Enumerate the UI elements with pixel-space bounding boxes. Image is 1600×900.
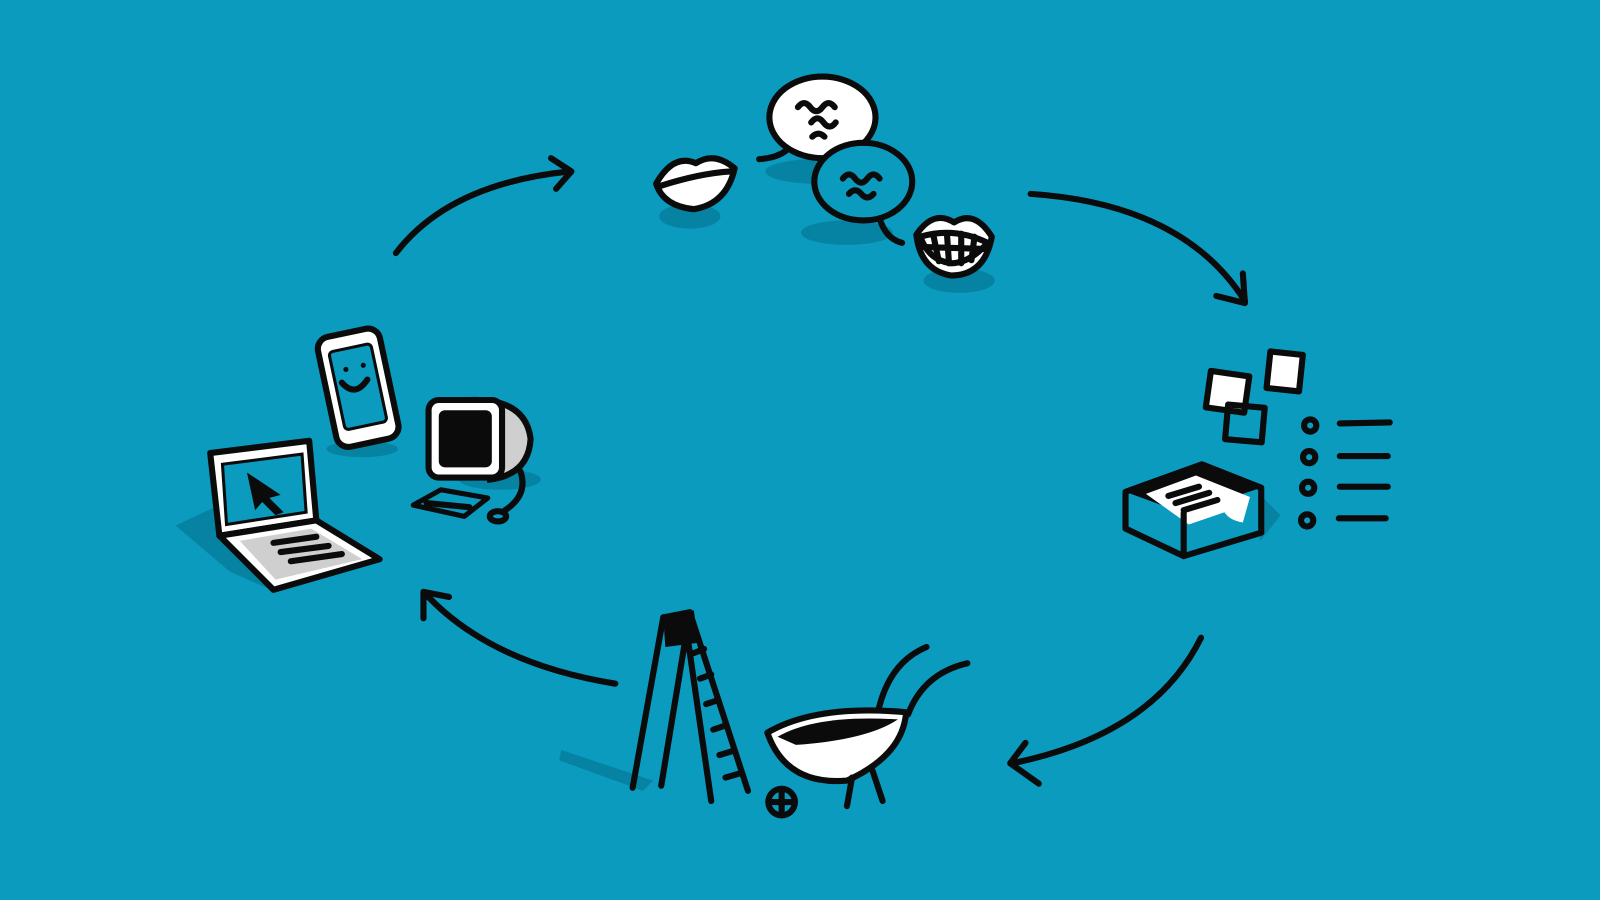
inbox-tray-icon (1122, 461, 1281, 560)
organize-inbox-checklist-icon (1122, 348, 1393, 560)
arrow-devices-to-conversation (392, 155, 575, 257)
desktop-computer-icon (410, 396, 541, 525)
sticky-notes-icon (1202, 348, 1306, 446)
devices-icon (175, 325, 541, 593)
build-ladder-wheelbarrow-icon (559, 609, 971, 819)
lips-icon (653, 155, 738, 213)
smiling-mouth-icon (913, 214, 995, 293)
speech-bubble-icon (801, 139, 916, 246)
smartphone-icon (314, 325, 402, 458)
checklist-icon (1297, 416, 1393, 530)
conversation-icon (653, 73, 995, 293)
arrow-build-to-devices (420, 588, 619, 687)
arrow-organize-to-build (1007, 634, 1205, 787)
wheelbarrow-icon (764, 643, 971, 819)
arrow-conversation-to-organize (1027, 190, 1248, 307)
laptop-icon (175, 437, 383, 593)
ladder-icon (559, 609, 752, 805)
